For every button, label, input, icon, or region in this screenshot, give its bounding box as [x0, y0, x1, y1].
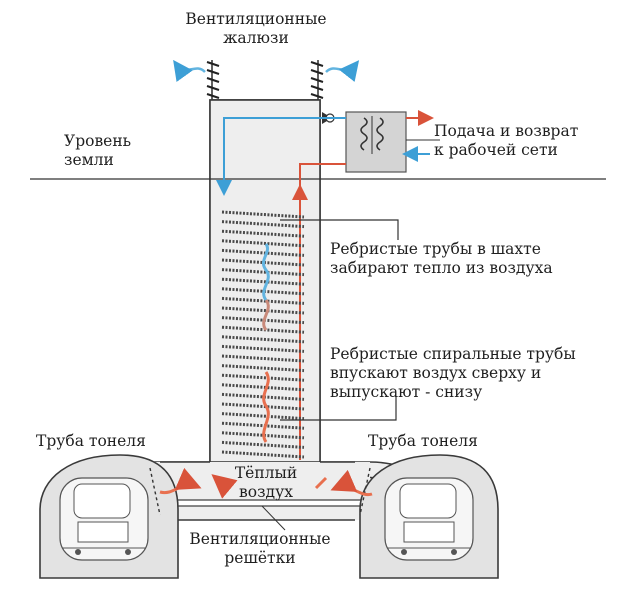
label-finned-tubes: Ребристые трубы в шахте забирают тепло и…	[330, 240, 553, 278]
coil-row	[221, 220, 305, 229]
label-tunnel-left: Труба тонеля	[36, 432, 146, 450]
finned-coil	[221, 210, 305, 459]
label-supply-return-line1: Подача и возврат	[434, 122, 579, 140]
coil-row	[221, 229, 305, 238]
label-supply-return: Подача и возврат к рабочей сети	[434, 122, 578, 160]
coil-row	[221, 431, 305, 440]
label-vent-louvers: Вентиляционные жалюзи	[176, 10, 336, 48]
coil-row	[221, 364, 305, 373]
coil-row	[221, 440, 305, 449]
coil-row	[221, 316, 305, 325]
coil-row	[221, 306, 305, 315]
coil-row	[221, 383, 305, 392]
coil-row	[221, 296, 305, 305]
label-spiral-tubes-line1: Ребристые спиральные трубы	[330, 345, 576, 363]
coil-row	[221, 258, 305, 267]
callout-finned	[280, 219, 399, 240]
coil-row	[221, 268, 305, 277]
coil-row	[221, 325, 305, 334]
coil-row	[221, 335, 305, 344]
label-spiral-tubes-line2: впускают воздух сверху и	[330, 364, 542, 382]
louver-icon	[206, 61, 324, 99]
coil-row	[221, 239, 305, 248]
coil-row	[221, 421, 305, 430]
coil-row	[221, 450, 305, 459]
label-ground-level-line2: земли	[64, 151, 114, 169]
air-arrow-icon	[159, 59, 373, 499]
label-ground-level-line1: Уровень	[64, 132, 132, 150]
vent-stack-top	[211, 60, 319, 101]
coil-row	[221, 392, 305, 401]
heat-exchanger-icon	[345, 111, 407, 173]
coil-row	[221, 354, 305, 363]
coil-row	[221, 287, 305, 296]
coil-row	[221, 412, 305, 421]
coil-row	[221, 277, 305, 286]
coil-row	[221, 210, 305, 219]
label-finned-tubes-line2: забирают тепло из воздуха	[330, 259, 553, 277]
tunnel-right	[359, 454, 499, 579]
label-ground-level: Уровень земли	[64, 132, 131, 170]
label-spiral-tubes: Ребристые спиральные трубы впускают возд…	[330, 345, 576, 402]
label-vent-grilles: Вентиляционные решётки	[180, 530, 340, 568]
label-supply-return-line2: к рабочей сети	[434, 141, 558, 159]
label-spiral-tubes-line3: выпускают ‑ снизу	[330, 383, 483, 401]
label-finned-tubes-line1: Ребристые трубы в шахте	[330, 240, 541, 258]
label-warm-air: Тёплый воздух	[216, 464, 316, 502]
callout-spiral	[280, 396, 397, 421]
label-vent-grilles-line1: Вентиляционные	[189, 530, 331, 548]
coil-row	[221, 402, 305, 411]
tunnel-left	[39, 454, 179, 579]
label-vent-louvers-line1: Вентиляционные	[185, 10, 327, 28]
cold-pipe	[216, 117, 346, 196]
label-warm-air-line2: воздух	[239, 483, 293, 501]
coil-row	[221, 248, 305, 257]
label-warm-air-line1: Тёплый	[234, 464, 298, 482]
coil-row	[221, 373, 305, 382]
label-vent-louvers-line2: жалюзи	[223, 29, 289, 47]
label-vent-grilles-line2: решётки	[224, 549, 296, 567]
coil-row	[221, 344, 305, 353]
label-tunnel-right: Труба тонеля	[368, 432, 478, 450]
